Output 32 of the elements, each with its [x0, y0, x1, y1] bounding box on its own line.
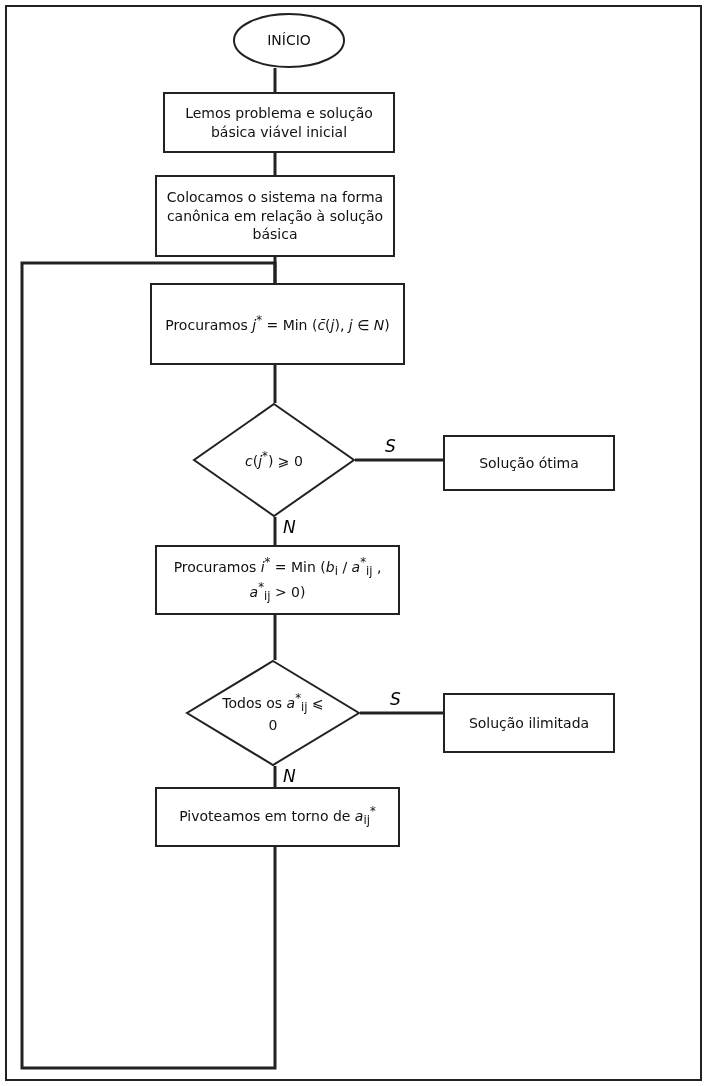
node-text: Solução ilimitada — [468, 713, 590, 733]
decision-diamond — [186, 660, 360, 766]
connector-line — [273, 615, 277, 660]
node-text: Colocamos o sistema na forma canônica em relação à solução básica — [165, 187, 385, 245]
node-text: c(j$^{*}$) ⩾ 0 — [245, 449, 303, 471]
node-text: Procuramos j$^{*}$ = Min (c̄(j), j ∈ N) — [165, 313, 390, 335]
edge-label: N — [281, 768, 298, 785]
connector-line — [355, 458, 443, 462]
process-box — [155, 175, 395, 257]
connector-line — [360, 711, 443, 715]
node-text: Solução ótima — [479, 453, 579, 473]
node-text: Lemos problema e solução básica viável inicial — [184, 103, 374, 142]
connector-line — [273, 153, 277, 175]
node-text: INÍCIO — [267, 31, 311, 50]
edge-label: S — [388, 691, 403, 708]
connector-line — [273, 68, 277, 92]
edge-label: S — [383, 438, 398, 455]
process-box — [443, 435, 615, 491]
connector-line — [20, 261, 277, 1070]
process-box — [150, 283, 405, 365]
node-text: Todos os a$^{*}$$_{ij}$ ⩽ 0 — [221, 690, 325, 736]
connector-line — [273, 766, 277, 787]
decision-diamond — [193, 403, 355, 517]
connector-line — [273, 517, 277, 545]
process-box — [443, 693, 615, 753]
process-box — [163, 92, 395, 153]
node-text: Procuramos i$^{*}$ = Min (b$_{i}$ / a$^{*}$$_{ij}$ , a$^{*}$$_{ij}$ > 0) — [172, 554, 383, 606]
start-ellipse — [233, 13, 345, 68]
process-box — [155, 787, 400, 847]
process-box — [155, 545, 400, 615]
connector-line — [273, 365, 277, 403]
edge-label: N — [281, 519, 298, 536]
